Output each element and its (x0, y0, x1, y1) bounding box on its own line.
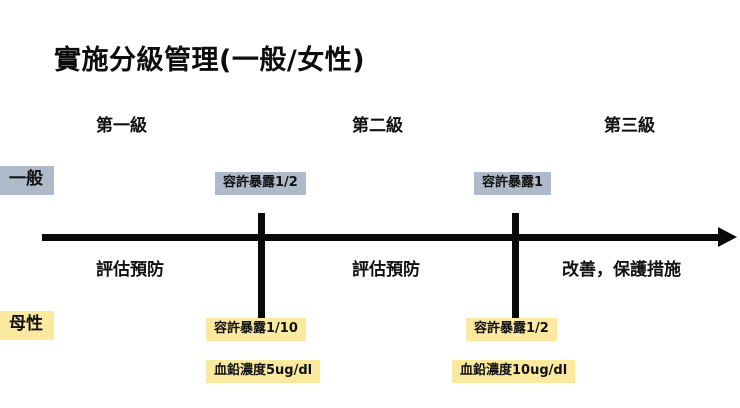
maternity-threshold-tag-2: 容許暴露1/2 (466, 318, 557, 341)
action-caption-1: 評估預防 (96, 260, 164, 280)
action-caption-3: 改善，保護措施 (562, 260, 681, 280)
level-heading-1: 第一級 (96, 116, 147, 136)
general-threshold-tag-2: 容許暴露1 (474, 172, 552, 195)
maternity-threshold-tag-1: 容許暴露1/10 (206, 318, 306, 341)
arrow-head-icon (718, 227, 737, 247)
level-heading-3: 第三級 (604, 116, 655, 136)
action-caption-2: 評估預防 (352, 260, 420, 280)
timeline-axis (42, 234, 730, 241)
maternity-blood-lead-tag-2: 血鉛濃度10ug/dl (452, 360, 576, 383)
row-label-general: 一般 (0, 166, 54, 195)
maternity-blood-lead-tag-1: 血鉛濃度5ug/dl (206, 360, 321, 383)
level-divider-1 (258, 213, 265, 319)
level-divider-2 (512, 213, 519, 319)
general-threshold-tag-1: 容許暴露1/2 (215, 172, 306, 195)
page-title: 實施分級管理(一般/女性) (54, 45, 366, 76)
row-label-maternity: 母性 (0, 311, 54, 340)
level-heading-2: 第二級 (352, 116, 403, 136)
